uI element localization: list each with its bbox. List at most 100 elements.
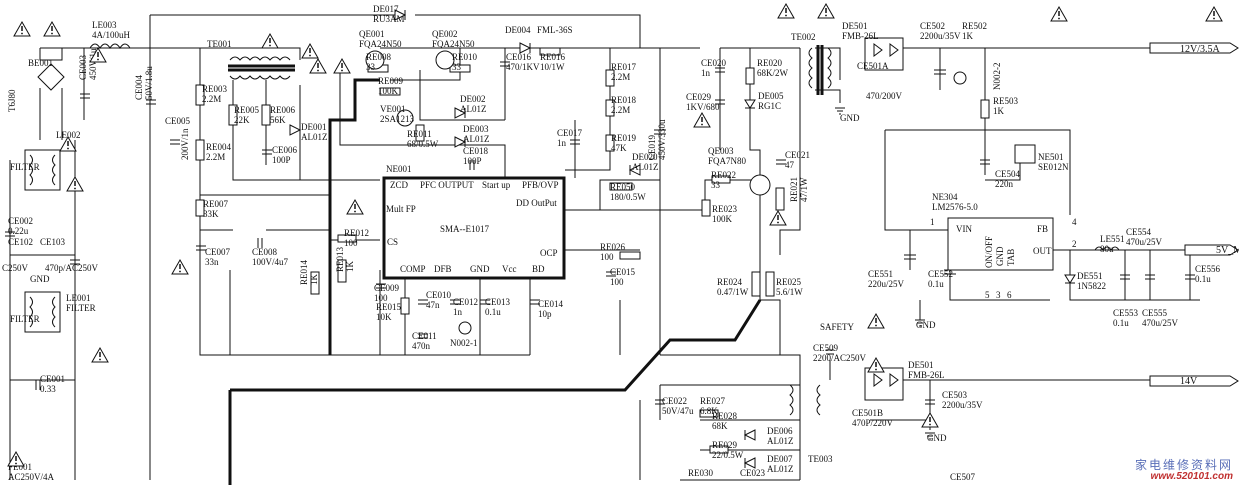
component-ref: RE024 — [717, 277, 743, 287]
component-ref: T6J80 — [7, 89, 17, 112]
component-value: 1n — [557, 138, 567, 148]
component-value: 450V/1u — [88, 48, 98, 80]
component-ref: CE006 — [272, 145, 298, 155]
component-value: AL01Z — [463, 134, 490, 144]
component-value: 0.22u — [8, 226, 29, 236]
component-value: 5.6/1W — [776, 287, 803, 297]
component-ref: DE007 — [767, 454, 793, 464]
component-ref: DE501 — [842, 21, 868, 31]
component-ref: CE023 — [740, 468, 766, 478]
net-label: GND — [30, 274, 50, 284]
component-ref: CE003 — [78, 54, 88, 80]
component-value: 100 — [610, 277, 624, 287]
ic-part: SMA--E1017 — [440, 224, 489, 234]
reg-pin-num-4: 4 — [1072, 217, 1077, 227]
component-value: 2200u/35V — [920, 31, 961, 41]
component-value: 100P — [272, 155, 291, 165]
warning-triangle-icon — [333, 57, 351, 74]
component-ref: DE003 — [463, 124, 489, 134]
ic-pin-bd: BD — [532, 264, 545, 274]
component-value: 68K/2W — [757, 68, 789, 78]
warning-triangle-icon — [43, 20, 61, 37]
component-ref: CE556 — [1195, 264, 1221, 274]
component-value: 1K — [345, 261, 355, 273]
component-ref: CE020 — [701, 58, 727, 68]
component-value: 22/0.5W — [712, 450, 744, 460]
reg-pin-num-1: 1 — [930, 217, 935, 227]
component-value: 0.1u — [1195, 274, 1211, 284]
component-ref: CE002 — [8, 216, 33, 226]
warning-triangle-icon — [817, 2, 835, 19]
warning-triangle-icon — [346, 198, 364, 215]
component-ref: LE003 — [92, 20, 117, 30]
component-ref: BE001 — [28, 58, 53, 68]
component-value: 1KV/680 — [686, 102, 720, 112]
component-ref: CE501A — [857, 61, 889, 71]
component-ref: CE010 — [426, 290, 452, 300]
ic-ref: NE001 — [386, 164, 412, 174]
component-value: 50V/1.8u — [144, 66, 154, 100]
component-value: 0.33 — [40, 384, 56, 394]
component-value: 470u/25V — [1126, 237, 1163, 247]
component-ref: QE003 — [708, 146, 734, 156]
component-value: 0.1u — [485, 307, 501, 317]
component-ref: CE005 — [165, 116, 191, 126]
warning-triangle-icon — [301, 42, 319, 59]
component-value: 470P/220V — [852, 418, 894, 428]
warning-triangle-icon — [309, 57, 327, 74]
component-ref: RE013 — [335, 246, 345, 272]
component-value: AL01Z — [460, 104, 487, 114]
ic-pin-startup: Start up — [482, 180, 511, 190]
warning-triangle-icon — [171, 258, 189, 275]
component-ref: CE004 — [134, 74, 144, 100]
watermark: 家电维修资料网 www.520101.com — [1135, 459, 1233, 483]
component-ref: RE050 — [610, 182, 636, 192]
component-ref: RE003 — [202, 84, 228, 94]
ic-pin-pfc-output: PFC OUTPUT — [420, 180, 474, 190]
output-rail-label: 12V/3.5A — [1180, 44, 1221, 55]
component-value: 47 — [785, 160, 795, 170]
component-value: 2200/AC250V — [813, 353, 867, 363]
component-ref: RE017 — [611, 62, 637, 72]
ic-pin-zcd: ZCD — [390, 180, 409, 190]
component-ref: CE022 — [662, 396, 687, 406]
warning-triangle-icon — [921, 411, 939, 428]
component-value: 100K — [712, 214, 733, 224]
component-ref: QE001 — [359, 29, 385, 39]
warning-triangle-icon — [7, 450, 25, 467]
component-value: 2SA1213 — [380, 114, 415, 124]
component-value: 33 — [366, 62, 376, 72]
component-value: 10K — [376, 312, 392, 322]
component-value: 1N5822 — [1077, 281, 1106, 291]
component-value: 1K — [993, 106, 1005, 116]
component-ref: CE013 — [485, 297, 511, 307]
warning-triangle-icon — [91, 346, 109, 363]
component-value: AL01Z — [632, 162, 659, 172]
ic-pin-cs: CS — [387, 237, 398, 247]
component-ref: CE016 — [506, 52, 532, 62]
component-value: 0.47/1W — [717, 287, 749, 297]
component-ref: CE011 — [412, 331, 437, 341]
component-ref: RE026 — [600, 242, 626, 252]
component-ref: CE008 — [252, 247, 278, 257]
warning-triangle-icon — [89, 46, 107, 63]
ic-pin-gnd: GND — [470, 264, 490, 274]
ic-pin-ocp: OCP — [540, 248, 558, 258]
component-ref: DE551 — [1077, 271, 1103, 281]
component-ref: CE507 — [950, 472, 976, 482]
wires — [9, 14, 1200, 485]
component-ref: CE503 — [942, 390, 968, 400]
component-ref: CE103 — [40, 237, 66, 247]
component-value: AL01Z — [301, 132, 328, 142]
component-value: 100P — [463, 156, 482, 166]
component-value: 47n — [426, 300, 440, 310]
component-value: 10/1W — [540, 62, 565, 72]
reg-pin-num-5: 5 — [985, 290, 990, 300]
component-value: 0.1u — [1113, 318, 1129, 328]
component-value: 33 — [711, 180, 721, 190]
component-ref: RE015 — [376, 302, 402, 312]
component-value: AL01Z — [767, 436, 794, 446]
component-ref: TE001 — [207, 39, 232, 49]
component-ref: VE001 — [380, 104, 406, 114]
warning-triangle-icon — [1050, 5, 1068, 22]
